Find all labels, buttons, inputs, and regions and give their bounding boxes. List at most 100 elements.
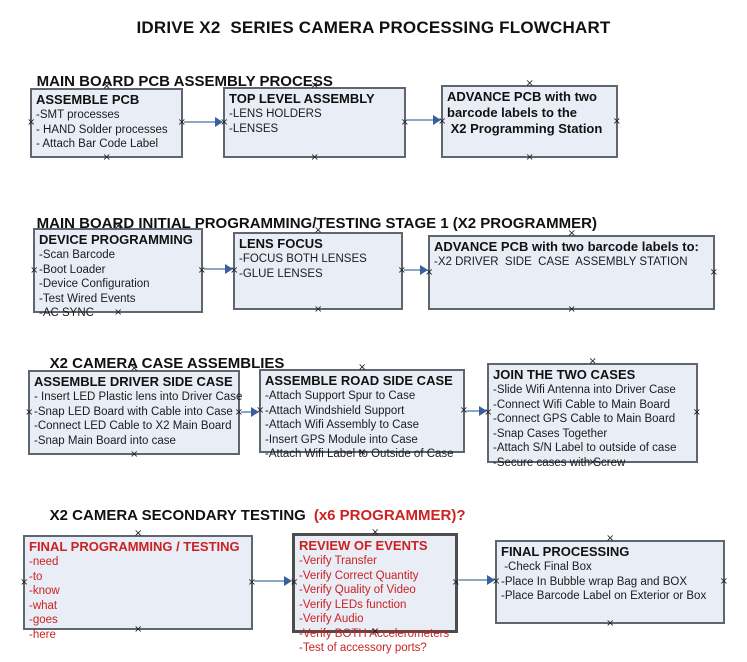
- flow-arrow[interactable]: [459, 575, 495, 585]
- connector-handle-icon: ×: [27, 117, 36, 128]
- connector-handle-icon: ×: [606, 533, 615, 544]
- box-item: -Verify Correct Quantity: [299, 569, 419, 582]
- box-item: -Verify Transfer: [299, 555, 377, 567]
- arrowhead-icon: [433, 115, 441, 125]
- connector-handle-icon: ×: [612, 115, 621, 127]
- connector-handle-icon: ×: [606, 618, 615, 629]
- section-heading-initial-programming: MAIN BOARD INITIAL PROGRAMMING/TESTING S…: [20, 198, 597, 249]
- flow-box-review-of-events[interactable]: REVIEW OF EVENTS -Verify Transfer -Verif…: [290, 528, 460, 655]
- box-item: - Insert LED Plastic lens into Driver Ca…: [34, 391, 243, 403]
- box-item: -X2 DRIVER SIDE CASE ASSEMBLY STATION: [434, 256, 688, 268]
- connector-handle-icon: ×: [567, 304, 576, 315]
- connector-handle-icon: ×: [25, 406, 34, 418]
- box-item: -FOCUS BOTH LENSES: [239, 253, 367, 265]
- box-item: -Attach Windshield Support: [265, 404, 405, 417]
- box-item: -Check Final Box: [501, 561, 592, 573]
- box-item: -Attach Support Spur to Case: [265, 390, 416, 402]
- box-item: -AC SYNC: [39, 307, 94, 319]
- flow-arrow[interactable]: [254, 576, 292, 586]
- connector-handle-icon: ×: [709, 266, 718, 278]
- arrowhead-icon: [420, 265, 428, 275]
- flow-box-device-programming[interactable]: DEVICE PROGRAMMING -Scan Barcode -Boot L…: [30, 222, 206, 320]
- connector-handle-icon: ×: [314, 304, 323, 315]
- box-item: -Scan Barcode: [39, 249, 116, 261]
- box-item: -Place In Bubble wrap Bag and BOX: [501, 575, 688, 588]
- flow-box-assemble-pcb[interactable]: ASSEMBLE PCB -SMT processes - HAND Solde…: [27, 82, 186, 163]
- connector-handle-icon: ×: [130, 449, 139, 460]
- box-item: -Snap LED Board with Cable into Case: [34, 405, 233, 418]
- box-item: -Verify Quality of Video: [299, 584, 416, 596]
- flow-arrow[interactable]: [404, 265, 428, 275]
- box-item: -Insert GPS Module into Case: [265, 433, 418, 446]
- flow-box-assemble-road-side-case[interactable]: ASSEMBLE ROAD SIDE CASE -Attach Support …: [256, 363, 468, 461]
- flow-arrow[interactable]: [241, 407, 259, 417]
- connector-handle-icon: ×: [525, 78, 534, 89]
- box-item: -Verify BOTH Accelerometers: [299, 627, 450, 640]
- box-title: ASSEMBLE ROAD SIDE CASE: [265, 373, 453, 388]
- connector-handle-icon: ×: [20, 576, 29, 588]
- box-item: -know: [29, 585, 60, 597]
- section-heading-case-assemblies: X2 CAMERA CASE ASSEMBLIES: [33, 338, 285, 389]
- box-item: -Device Configuration: [39, 278, 150, 290]
- arrowhead-icon: [284, 576, 292, 586]
- box-item: -need: [29, 556, 59, 568]
- flow-box-top-level-assembly[interactable]: TOP LEVEL ASSEMBLY -LENS HOLDERS -LENSES…: [220, 81, 409, 163]
- flow-box-final-programming-testing[interactable]: FINAL PROGRAMMING / TESTING -need -to -k…: [20, 529, 256, 641]
- connector-handle-icon: ×: [310, 152, 319, 163]
- box-item: -Connect GPS Cable to Main Board: [493, 413, 676, 425]
- flow-arrow[interactable]: [407, 115, 441, 125]
- box-title: TOP LEVEL ASSEMBLY: [229, 91, 375, 106]
- box-item: -Test Wired Events: [39, 292, 136, 305]
- box-item: -Place Barcode Label on Exterior or Box: [501, 590, 707, 602]
- box-item: - Attach Bar Code Label: [36, 138, 159, 150]
- box-item: -Attach Wifi Assembly to Case: [265, 419, 420, 431]
- box-item: -here: [29, 628, 56, 641]
- flow-arrow[interactable]: [204, 264, 233, 274]
- flow-box-join-the-two-cases[interactable]: JOIN THE TWO CASES -Slide Wifi Antenna i…: [484, 357, 701, 469]
- box-title: ASSEMBLE PCB: [36, 92, 140, 107]
- connector-handle-icon: ×: [525, 152, 534, 163]
- box-item: -Slide Wifi Antenna into Driver Case: [493, 384, 676, 396]
- arrowhead-icon: [251, 407, 259, 417]
- flow-box-final-processing[interactable]: FINAL PROCESSING -Check Final Box -Place…: [492, 534, 728, 629]
- page-title: IDRIVE X2 SERIES CAMERA PROCESSING FLOWC…: [136, 18, 611, 37]
- box-item: -Secure cases with Screw: [493, 456, 626, 469]
- box-item: -Attach S/N Label to outside of case: [493, 442, 677, 454]
- box-title: ADVANCE PCB with two barcode labels to t…: [447, 89, 603, 136]
- arrowhead-icon: [225, 264, 233, 274]
- flow-box-advance-pcb-programming-station[interactable]: ADVANCE PCB with two barcode labels to t…: [438, 79, 621, 163]
- connector-handle-icon: ×: [692, 407, 701, 418]
- section-heading-text: X2 CAMERA CASE ASSEMBLIES: [49, 355, 285, 372]
- flow-box-lens-focus[interactable]: LENS FOCUS -FOCUS BOTH LENSES -GLUE LENS…: [230, 226, 406, 315]
- box-item: -Connect Wifi Cable to Main Board: [493, 398, 671, 411]
- connector-handle-icon: ×: [719, 576, 728, 587]
- connector-handle-icon: ×: [102, 152, 111, 163]
- box-title: ADVANCE PCB with two barcode labels to:: [434, 239, 699, 254]
- box-item: -Connect LED Cable to X2 Main Board: [34, 420, 232, 432]
- box-title: DEVICE PROGRAMMING: [39, 232, 193, 247]
- section-heading-text: X2 CAMERA SECONDARY TESTING: [49, 507, 306, 524]
- box-item: - HAND Solder processes: [36, 123, 168, 136]
- arrowhead-icon: [487, 575, 495, 585]
- box-item: -Attach Wifi Label to Outside of Case: [265, 448, 454, 460]
- flow-arrow[interactable]: [184, 117, 223, 127]
- arrowhead-icon: [215, 117, 223, 127]
- box-title: FINAL PROCESSING: [501, 544, 630, 559]
- section-heading-secondary-testing: X2 CAMERA SECONDARY TESTING (x6 PROGRAMME…: [33, 490, 466, 541]
- flow-arrow[interactable]: [466, 406, 487, 416]
- box-item: -Verify LEDs function: [299, 598, 407, 611]
- box-item: -goes: [29, 614, 58, 626]
- box-item: -Snap Main Board into case: [34, 434, 176, 447]
- section-heading-red-text: (x6 PROGRAMMER)?: [313, 507, 466, 524]
- section-heading-text: MAIN BOARD PCB ASSEMBLY PROCESS: [36, 73, 333, 90]
- box-title: LENS FOCUS: [239, 236, 323, 251]
- box-item: -to: [29, 570, 43, 583]
- box-title: FINAL PROGRAMMING / TESTING: [29, 539, 240, 554]
- box-title: ASSEMBLE DRIVER SIDE CASE: [34, 374, 233, 389]
- flow-box-advance-pcb-driver-side-station[interactable]: ADVANCE PCB with two barcode labels to: …: [425, 229, 718, 315]
- box-title: REVIEW OF EVENTS: [299, 538, 428, 553]
- section-heading-pcb-assembly: MAIN BOARD PCB ASSEMBLY PROCESS: [20, 56, 333, 107]
- flow-box-assemble-driver-side-case[interactable]: ASSEMBLE DRIVER SIDE CASE - Insert LED P…: [25, 364, 243, 460]
- box-item: -SMT processes: [36, 109, 120, 121]
